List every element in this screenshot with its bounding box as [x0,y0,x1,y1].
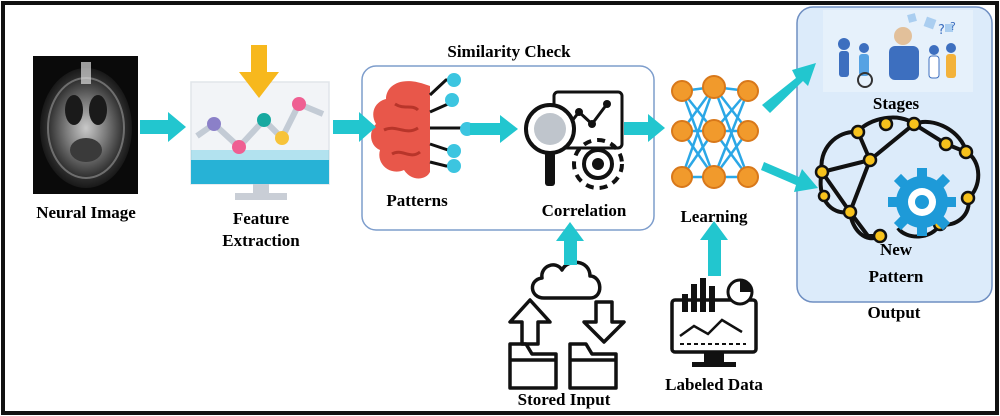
output-label: Output [868,303,921,322]
svg-text:?: ? [950,20,956,33]
flow-arrows [140,63,818,276]
new-pattern-label-line1: New [880,240,913,259]
learning-label: Learning [680,207,748,226]
down-arrow-icon [239,45,279,98]
arrow-icon [761,162,818,192]
brain-circuit-icon [371,73,474,179]
arrow-icon [333,112,376,142]
patterns-label: Patterns [386,191,448,210]
arrow-icon [624,114,665,142]
brain-scan-image [33,56,138,194]
labeled-data-monitor-icon [670,278,758,367]
monitor-chart-icon [190,45,330,200]
arrow-icon [700,221,728,276]
arrow-icon [470,115,518,143]
neural-network-icon [671,75,759,189]
similarity-check-label: Similarity Check [447,42,571,61]
labeled-data-label: Labeled Data [665,375,763,394]
neural-image-label: Neural Image [36,203,136,222]
stored-input-label: Stored Input [518,390,611,409]
feature-label-line1: Feature [233,209,290,228]
arrow-icon [762,63,816,113]
feature-label-line2: Extraction [222,231,300,250]
brain-network-gear-icon [814,115,981,244]
cloud-folders-icon [508,260,626,390]
svg-text:?: ? [938,23,945,38]
new-pattern-label-line2: Pattern [869,267,924,286]
people-illustration: ? ? [823,10,973,92]
arrow-icon [556,222,584,265]
correlation-label: Correlation [542,201,627,220]
stages-label: Stages [873,94,920,113]
magnifier-chart-gear-icon [524,90,624,190]
arrow-icon [140,112,186,142]
